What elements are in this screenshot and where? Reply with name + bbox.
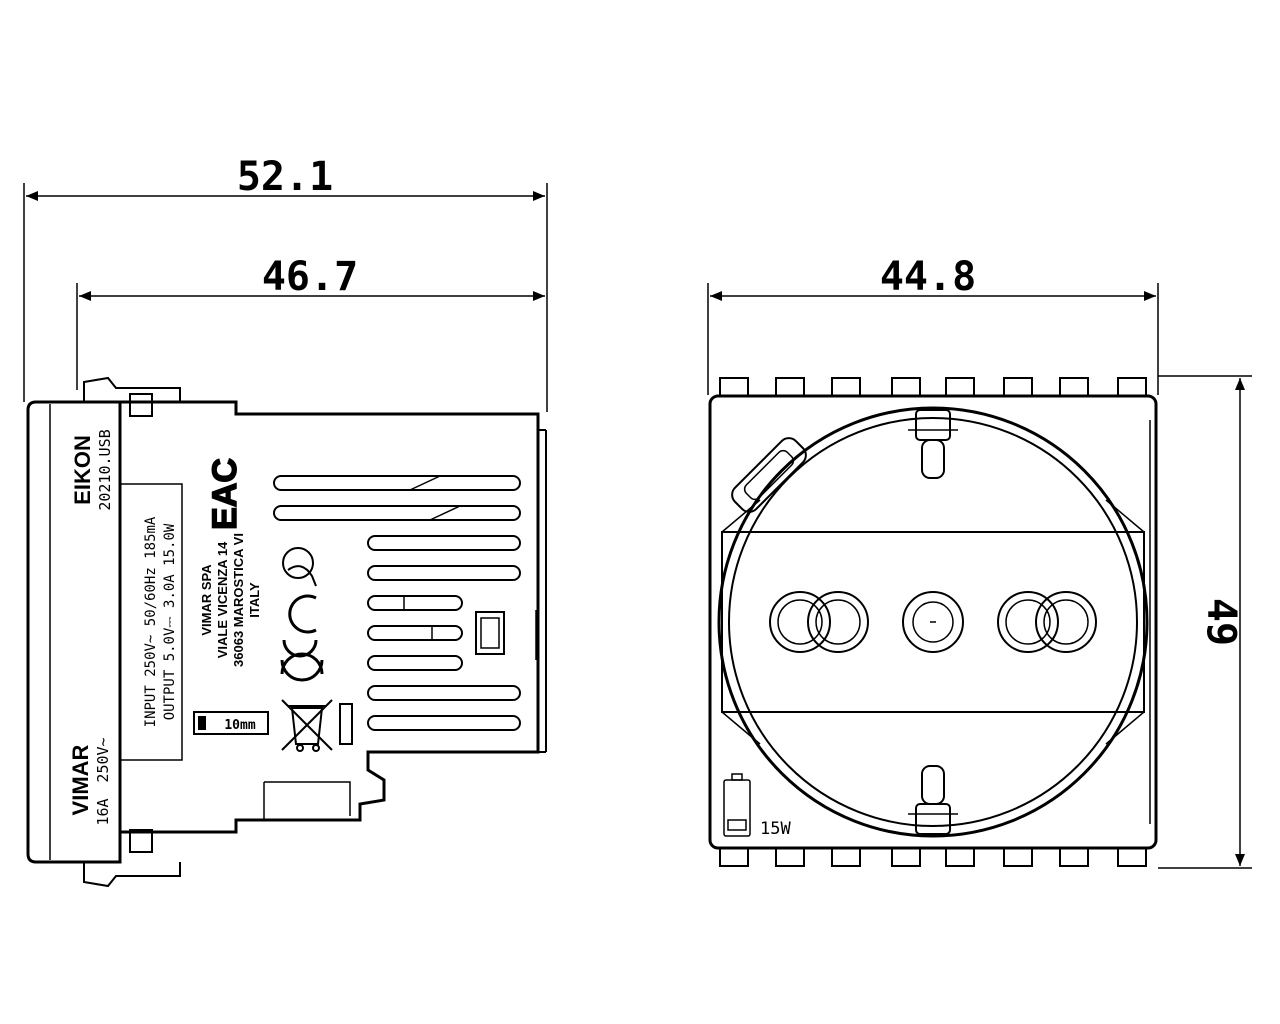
side-label-panel (120, 483, 183, 761)
maker-line-1: VIMAR SPA (199, 564, 214, 636)
strip-length-label: 10mm (224, 718, 255, 733)
usb-port-icon (731, 437, 807, 513)
side-vents (273, 475, 521, 731)
front-height-value: 49 (1198, 598, 1244, 646)
overall-depth-value: 52.1 (237, 154, 333, 200)
side-front-plate (26, 400, 122, 864)
series-label: EIKON (70, 435, 95, 505)
rating-voltage-label: 250V~ (94, 737, 112, 782)
input-rating-label: INPUT 250V~ 50/60Hz 185mA (143, 516, 159, 727)
side-top-clip (83, 376, 181, 402)
ce-mark-large-icon (280, 652, 324, 682)
dimension-front-height: 49 (1158, 375, 1252, 869)
strip-gauge: 10mm (193, 711, 269, 735)
front-power-label: 15W (760, 819, 791, 839)
maker-line-3: 36063 MAROSTICA VI (231, 533, 246, 667)
front-top-tabs (719, 377, 1147, 397)
front-width-value: 44.8 (880, 254, 976, 300)
output-rating-label: OUTPUT 5.0V⎓ 3.0A 15.0W (162, 523, 178, 720)
socket-hole-left (769, 591, 869, 653)
front-bottom-tabs (719, 847, 1147, 867)
product-code-label: 20210.USB (96, 429, 114, 510)
brand-label: VIMAR (68, 744, 93, 815)
socket-hole-right (997, 591, 1097, 653)
socket-top-clamp (908, 409, 958, 479)
body-depth-value: 46.7 (262, 254, 358, 300)
side-marker-bar (339, 703, 353, 745)
dimension-front-width: 44.8 (707, 254, 1159, 395)
maker-line-2: VIALE VICENZA 14 (215, 541, 230, 658)
side-bottom-clip (83, 862, 181, 888)
side-body (120, 400, 540, 834)
side-view: EIKON 20210.USB VIMAR 16A 250V~ INPUT 25… (26, 376, 547, 888)
battery-icon (723, 773, 751, 837)
eac-mark: EAC (206, 458, 244, 530)
quality-mark-icon (282, 547, 317, 587)
socket-hole-earth (902, 591, 964, 653)
ce-mark-icon (282, 594, 318, 658)
front-plate (708, 394, 1158, 850)
maker-line-4: ITALY (247, 582, 262, 618)
socket-outer-ring (717, 406, 1149, 838)
front-view: 15W (708, 377, 1158, 867)
rating-current-label: 16A (94, 798, 112, 825)
socket-bottom-clamp (908, 765, 958, 835)
weee-bin-icon (281, 699, 333, 752)
dimension-overall-depth: 52.1 (23, 154, 548, 412)
dimension-body-depth: 46.7 (76, 254, 545, 390)
side-led-window (475, 611, 505, 655)
